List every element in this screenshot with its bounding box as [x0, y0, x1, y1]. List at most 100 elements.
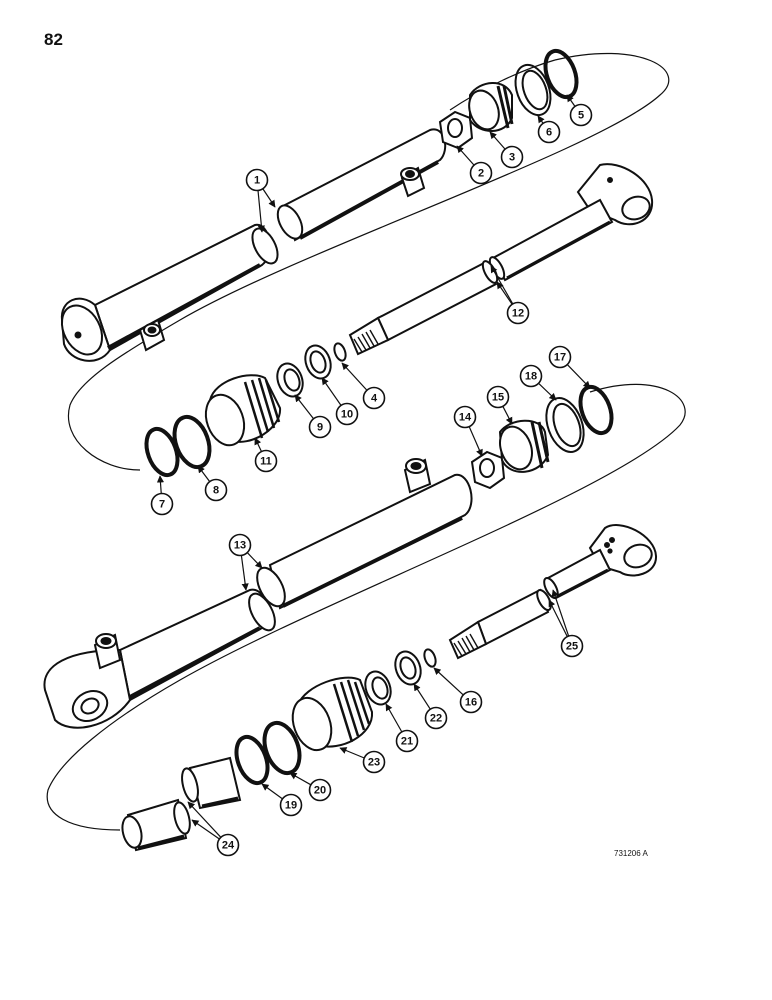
callout-circle	[519, 364, 543, 388]
assembly-guide-line-lower	[46, 383, 686, 831]
callout-number: 2	[478, 168, 484, 180]
callout-circle	[245, 168, 269, 192]
upper-piston	[204, 374, 282, 447]
callout-number: 1	[254, 175, 260, 187]
upper-bushing	[276, 362, 304, 398]
upper-piston-rod	[348, 163, 654, 356]
callout-24: 24	[187, 801, 240, 857]
callout-leader	[191, 819, 220, 840]
callout-number: 18	[525, 371, 537, 383]
lower-piston	[291, 676, 374, 752]
callout-number: 13	[234, 540, 246, 552]
callout-leader	[489, 131, 506, 150]
callout-leader	[261, 783, 283, 800]
callout-leader	[538, 382, 557, 401]
callout-leader	[254, 437, 263, 452]
callout-number: 22	[430, 713, 442, 725]
lower-piston-seal-20	[262, 720, 302, 776]
callout-circle	[228, 533, 252, 557]
callout-20: 20	[289, 772, 332, 802]
upper-wiper-ring	[514, 63, 552, 117]
callout-leader	[257, 190, 265, 233]
callout-15: 15	[486, 385, 513, 425]
lower-small-o-ring	[423, 648, 437, 668]
callout-10: 10	[321, 377, 359, 426]
callout-8: 8	[197, 465, 228, 502]
callout-leader	[502, 406, 513, 425]
callout-leader	[566, 94, 576, 107]
callout-3: 3	[489, 131, 524, 169]
callout-leader	[341, 362, 368, 391]
callout-circle	[453, 405, 477, 429]
callout-12: 12	[490, 265, 530, 325]
callout-circle	[335, 402, 359, 426]
callout-leader	[197, 465, 211, 482]
callout-5: 5	[566, 94, 593, 127]
upper-small-o-ring	[333, 342, 347, 362]
callout-leader	[490, 265, 514, 305]
callout-4: 4	[341, 362, 386, 410]
callout-circle	[362, 750, 386, 774]
upper-cylinder-barrel	[60, 128, 447, 362]
callout-leader	[156, 475, 165, 494]
lower-tube-segment	[121, 756, 242, 852]
upper-piston-seal-7	[144, 426, 180, 478]
callout-number: 15	[492, 392, 504, 404]
callout-circle	[537, 120, 561, 144]
callout-circle	[424, 706, 448, 730]
callout-9: 9	[294, 394, 332, 439]
callout-leader	[537, 115, 545, 124]
callout-7: 7	[150, 475, 174, 516]
callout-number: 3	[509, 152, 515, 164]
callout-22: 22	[413, 683, 448, 730]
callout-25: 25	[548, 589, 584, 658]
callout-number: 9	[317, 422, 323, 434]
callout-14: 14	[453, 405, 483, 457]
callout-16: 16	[433, 667, 483, 714]
upper-nut	[438, 110, 474, 150]
callout-number: 11	[260, 456, 272, 468]
callout-leader	[187, 801, 222, 838]
callout-23: 23	[339, 747, 386, 774]
lower-head	[498, 419, 550, 473]
callout-leader	[321, 377, 342, 406]
callout-circle	[254, 449, 278, 473]
callout-leader	[551, 589, 570, 637]
callout-leader	[548, 599, 568, 637]
callout-number: 20	[314, 785, 326, 797]
callout-circle	[279, 793, 303, 817]
callout-number: 19	[285, 800, 297, 812]
callout-number: 6	[546, 127, 552, 139]
callout-number: 10	[341, 409, 353, 421]
callout-leader	[294, 394, 315, 420]
callout-circle	[500, 145, 524, 169]
callout-number: 25	[566, 641, 578, 653]
callout-leader	[566, 364, 591, 389]
callout-circle	[469, 161, 493, 185]
callout-2: 2	[456, 145, 493, 185]
callout-6: 6	[537, 115, 561, 144]
callout-leader	[240, 555, 249, 591]
callout-group: 1234567891011121314151617181920212223242…	[150, 94, 593, 857]
callout-13: 13	[228, 533, 263, 591]
callout-circle	[150, 492, 174, 516]
callout-17: 17	[548, 345, 591, 389]
callout-circle	[395, 729, 419, 753]
callout-circle	[204, 478, 228, 502]
callout-leader	[246, 552, 263, 569]
upper-spacer-ring	[304, 344, 332, 380]
lower-spacer-ring	[394, 650, 422, 686]
callout-circle	[459, 690, 483, 714]
callout-leader	[413, 683, 431, 710]
callout-21: 21	[385, 703, 419, 753]
callout-circle	[569, 103, 593, 127]
callout-circle	[486, 385, 510, 409]
callout-11: 11	[254, 437, 278, 473]
callout-circle	[362, 386, 386, 410]
callout-number: 17	[554, 352, 566, 364]
callout-leader	[456, 145, 475, 166]
callout-number: 5	[578, 110, 584, 122]
callout-leader	[385, 703, 403, 733]
lower-piston-seal-19	[234, 734, 270, 786]
